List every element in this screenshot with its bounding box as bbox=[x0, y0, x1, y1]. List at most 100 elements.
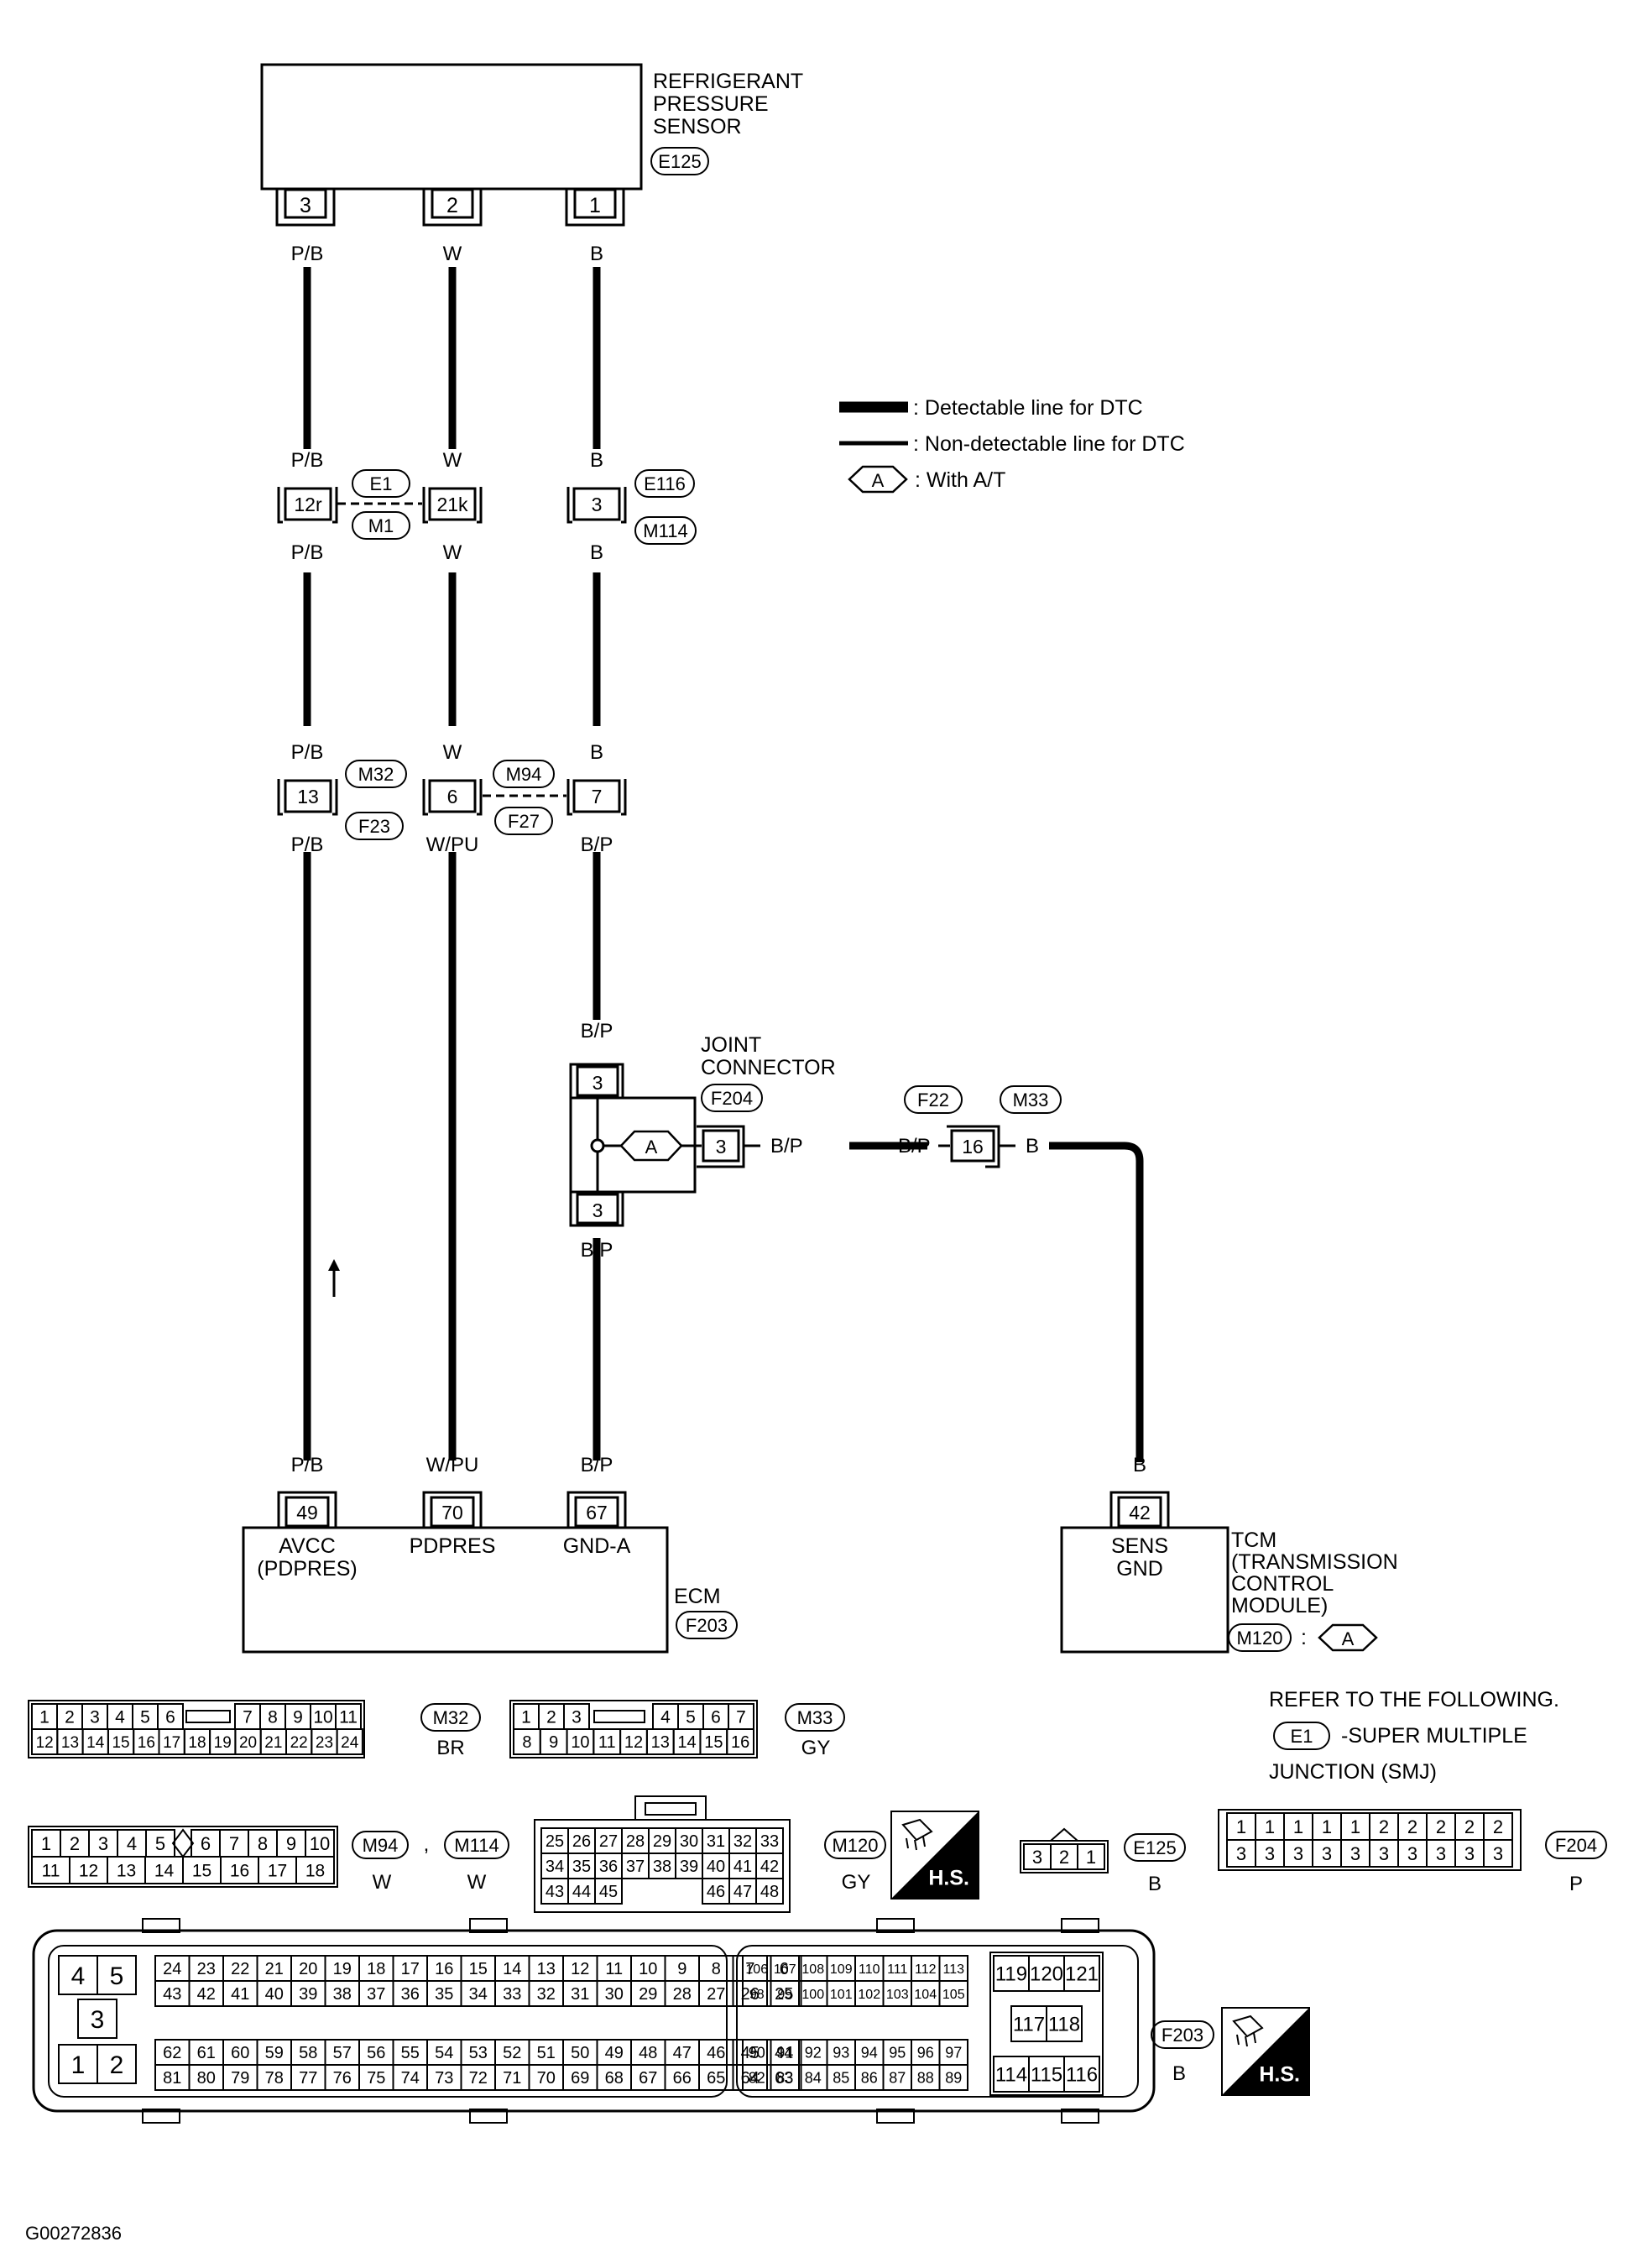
pin-label: 91 bbox=[776, 2044, 793, 2061]
tag-m120: M120 bbox=[1228, 1623, 1292, 1652]
pin-label: 1 bbox=[1265, 1816, 1275, 1837]
pin-label: 35 bbox=[572, 1858, 591, 1876]
wire-color-label: P/B bbox=[291, 1454, 324, 1476]
ecm-label-avcc-2: (PDPRES) bbox=[257, 1557, 357, 1581]
svg-text:67: 67 bbox=[586, 1502, 608, 1523]
pin-label: 12 bbox=[571, 1960, 589, 1978]
tag-e1: E1 bbox=[352, 469, 410, 498]
wire-tcm-ground bbox=[849, 1142, 1144, 1462]
svg-text:21k: 21k bbox=[436, 494, 468, 515]
pin-label: 35 bbox=[435, 1985, 453, 2004]
pin-label: 8 bbox=[268, 1708, 278, 1727]
joint-connector-label-2: CONNECTOR bbox=[701, 1056, 836, 1079]
pin-label: 72 bbox=[469, 2069, 488, 2088]
pin-label: 106 bbox=[745, 1962, 768, 1977]
pin-label: 14 bbox=[154, 1862, 175, 1881]
pin-label: 1 bbox=[71, 2051, 86, 2079]
junction1-pin-12r: 12r bbox=[277, 487, 338, 524]
connector-color-f204: P bbox=[1569, 1873, 1583, 1895]
arrow-mark bbox=[328, 1259, 340, 1297]
pin-label: 21 bbox=[264, 1734, 282, 1752]
pin-label: 9 bbox=[549, 1733, 558, 1752]
pin-label: 11 bbox=[42, 1862, 60, 1881]
svg-text:6: 6 bbox=[447, 786, 458, 807]
pin-label: 76 bbox=[333, 2069, 352, 2088]
ecm-label-avcc: AVCC bbox=[279, 1534, 336, 1558]
tag-f23: F23 bbox=[345, 812, 404, 840]
tcm-label-gnd: GND bbox=[1116, 1557, 1163, 1581]
svg-text:16: 16 bbox=[962, 1136, 984, 1158]
pin-label: 116 bbox=[1066, 2064, 1098, 2087]
svg-text:F204: F204 bbox=[711, 1088, 753, 1109]
hs-badge: H.S. bbox=[890, 1811, 979, 1900]
pin-label: 25 bbox=[775, 1985, 793, 2004]
connector-color-m94: W bbox=[373, 1871, 392, 1894]
pin-label: 22 bbox=[290, 1734, 308, 1752]
pin-label: 17 bbox=[268, 1862, 287, 1881]
pin-label: 3 bbox=[1236, 1843, 1246, 1864]
junction2-pin-6: 6 bbox=[422, 779, 483, 816]
pin-label: 3 bbox=[1293, 1843, 1303, 1864]
pin-label: 62 bbox=[163, 2044, 181, 2062]
pin-label: 118 bbox=[1048, 2014, 1080, 2036]
pin-label: 30 bbox=[605, 1985, 624, 2004]
wire-color-label: B/P bbox=[770, 1135, 803, 1158]
pin-label: 34 bbox=[546, 1858, 564, 1876]
svg-text:M33: M33 bbox=[1013, 1090, 1049, 1110]
wire-color-label: P/B bbox=[291, 834, 324, 856]
wire-color-label: B bbox=[590, 541, 603, 564]
pin-label: 51 bbox=[537, 2044, 556, 2062]
pin-label: 1 bbox=[1086, 1847, 1096, 1868]
pin-label: 93 bbox=[833, 2044, 849, 2061]
svg-text:3: 3 bbox=[300, 194, 311, 217]
tcm-pin-42: 42 bbox=[1109, 1491, 1170, 1528]
pin-label: 26 bbox=[741, 1985, 760, 2004]
pin-label: 100 bbox=[801, 1988, 824, 2002]
pin-label: 111 bbox=[887, 1962, 907, 1977]
pin-label: 44 bbox=[775, 2044, 793, 2062]
svg-text:A: A bbox=[1342, 1628, 1355, 1649]
pin-label: 15 bbox=[704, 1733, 723, 1752]
with-at-symbol: A bbox=[1318, 1623, 1378, 1652]
pin-label: 33 bbox=[503, 1985, 521, 2004]
ecm-label-pdpres: PDPRES bbox=[410, 1534, 496, 1558]
junction1-pin-21k: 21k bbox=[422, 487, 483, 524]
pin-label: 97 bbox=[945, 2044, 962, 2061]
svg-text:2: 2 bbox=[446, 194, 458, 217]
pin-label: 46 bbox=[707, 2044, 725, 2062]
connector-color-m120: GY bbox=[842, 1871, 871, 1894]
tcm-name-2: (TRANSMISSION bbox=[1231, 1550, 1398, 1574]
pin-label: 41 bbox=[231, 1985, 249, 2004]
svg-text:M1: M1 bbox=[368, 515, 394, 536]
pin-label: 7 bbox=[243, 1708, 253, 1727]
pin-label: 71 bbox=[503, 2069, 521, 2088]
ecm-pin-49: 49 bbox=[277, 1491, 337, 1528]
pin-label: 49 bbox=[605, 2044, 624, 2062]
wire-color-label: P/B bbox=[291, 449, 324, 472]
hs-badge: H.S. bbox=[1221, 2007, 1310, 2096]
wire-color-label: W bbox=[443, 541, 462, 564]
svg-text:E125: E125 bbox=[658, 151, 701, 172]
wire-color-label: B/P bbox=[581, 1020, 613, 1043]
pin-label: 1 bbox=[521, 1708, 531, 1727]
svg-text:M94: M94 bbox=[506, 764, 542, 785]
pin-label: 69 bbox=[571, 2069, 589, 2088]
pin-label: 78 bbox=[265, 2069, 284, 2088]
pin-label: 1 bbox=[1236, 1816, 1246, 1837]
connector-color-e125: B bbox=[1148, 1873, 1162, 1895]
pin-label: 10 bbox=[571, 1733, 589, 1752]
tag-m94: M94 bbox=[493, 760, 555, 788]
hs-label: H.S. bbox=[1259, 2062, 1300, 2086]
pin-label: 6 bbox=[780, 1960, 789, 1978]
tcm-label-sens: SENS bbox=[1111, 1534, 1168, 1558]
pin-label: 68 bbox=[605, 2069, 624, 2088]
svg-text:42: 42 bbox=[1129, 1502, 1151, 1523]
pin-label: 9 bbox=[286, 1833, 296, 1854]
wire-color-label: W bbox=[443, 449, 462, 472]
wire-color-label: B bbox=[590, 243, 603, 265]
pin-label: 52 bbox=[503, 2044, 521, 2062]
wire-color-label: W/PU bbox=[426, 834, 479, 856]
pin-label: 44 bbox=[572, 1883, 591, 1901]
pin-label: 95 bbox=[889, 2044, 906, 2061]
svg-text:M32: M32 bbox=[358, 764, 394, 785]
